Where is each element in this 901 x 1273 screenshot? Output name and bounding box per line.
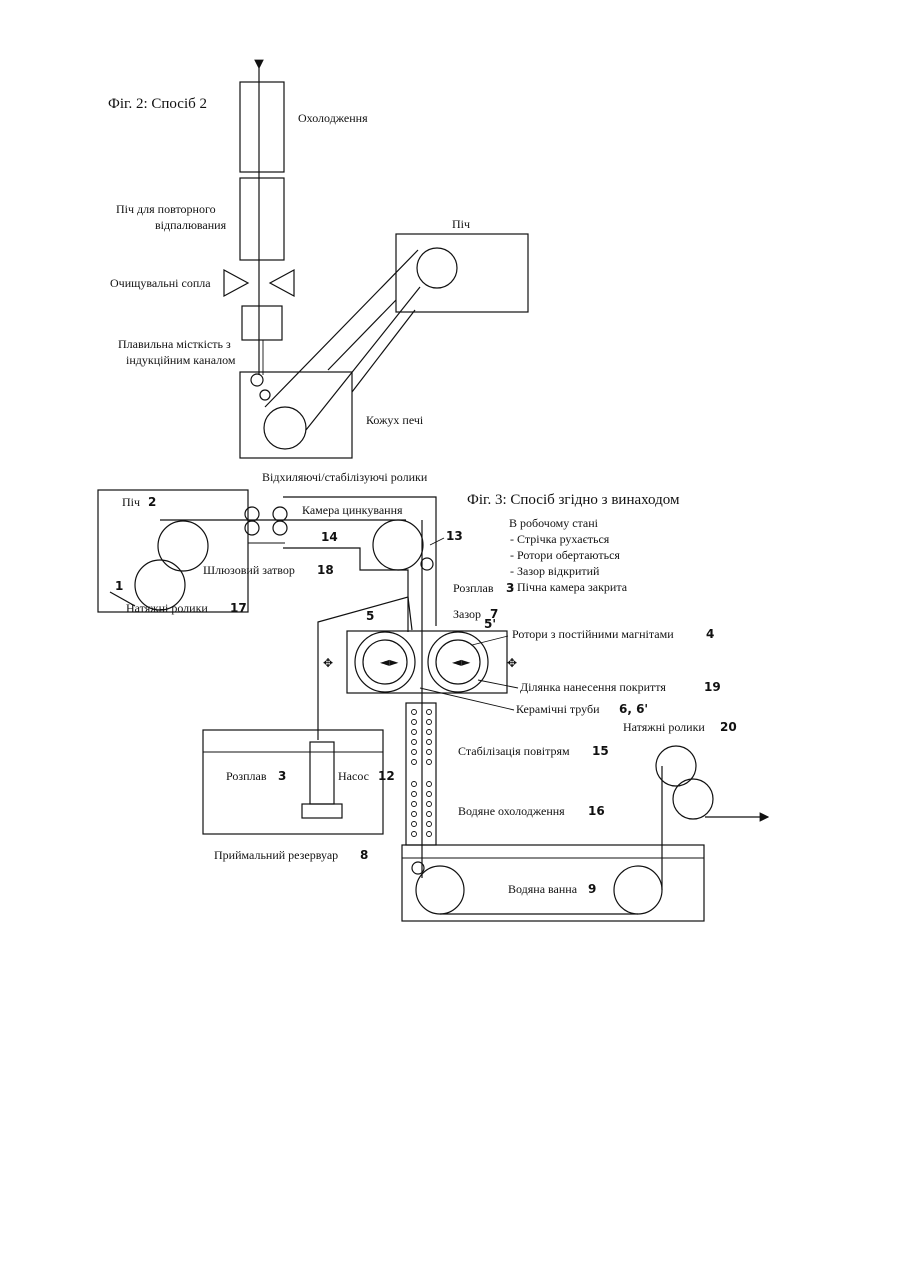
air-stab-num: 15 [592, 744, 609, 758]
state-title: В робочому стані [509, 516, 599, 530]
lock-roller-4 [273, 521, 287, 535]
num-14: 14 [321, 530, 338, 544]
fig2-reanneal-box [240, 178, 284, 260]
fig2-furnace-roller [417, 248, 457, 288]
gap-label: Зазор [453, 607, 481, 621]
ceramic-label: Керамічні труби [516, 702, 600, 716]
fig3-title: Фіг. 3: Спосіб згідно з винаходом [467, 492, 680, 508]
fig2-small-roller-1 [251, 374, 263, 386]
fig2-melt-vessel-label-1: Плавильна місткість з [118, 337, 231, 351]
rotors-num: 4 [706, 627, 714, 641]
coating-label: Ділянка нанесення покриття [520, 680, 666, 694]
fig2-small-roller-2 [260, 390, 270, 400]
fig2-strip-channel-2 [306, 287, 420, 430]
lock-num: 18 [317, 563, 334, 577]
water-cool-label: Водяне охолодження [458, 804, 565, 818]
pump-num: 12 [378, 769, 395, 783]
melt-num: 3 [506, 581, 514, 595]
coating-num: 19 [704, 680, 721, 694]
state-item-3: - Зазор відкритий [510, 564, 600, 578]
water-cool-num: 16 [588, 804, 605, 818]
fig2-nozzles-label: Очищувальні сопла [110, 276, 211, 290]
figure-3: Фіг. 3: Спосіб згідно з винаходом В робо… [98, 490, 768, 921]
melt-label: Розплав [453, 581, 494, 595]
pump-label: Насос [338, 769, 369, 783]
fig3-furnace-roller-1 [158, 521, 208, 571]
num-5: 5 [366, 609, 374, 623]
fig2-nozzle-right [270, 270, 294, 296]
water-bath-label: Водяна ванна [508, 882, 578, 896]
lock-roller-2 [245, 521, 259, 535]
rotor-arrow-right: ◄► [452, 655, 471, 669]
leader-coating [478, 680, 518, 688]
leader-rotors [472, 636, 508, 645]
tension20-num: 20 [720, 720, 737, 734]
small-roller-13 [421, 558, 433, 570]
pump-body [310, 742, 334, 804]
gap-num: 7 [490, 607, 498, 621]
num-13: 13 [446, 529, 463, 543]
galv-chamber-label: Камера цинкування [302, 503, 403, 517]
fig3-num-1: 1 [115, 579, 123, 593]
fig3-tension17-num: 17 [230, 601, 247, 615]
state-item-4: - Пічна камера закрита [510, 580, 628, 594]
figure-2: Фіг. 2: Спосіб 2 Охолодження Піч для пов… [108, 68, 528, 484]
fig2-deflect-label: Відхиляючі/стабілізуючі ролики [262, 470, 428, 484]
fig3-furnace-num: 2 [148, 495, 156, 509]
fig2-cooling-box [240, 82, 284, 172]
fig3-furnace-box [98, 490, 248, 612]
air-stab-label: Стабілізація повітрям [458, 744, 570, 758]
deflect-roller-13 [373, 520, 423, 570]
fig2-melt-vessel-label-2: індукційним каналом [126, 353, 236, 367]
leader-ceramic [420, 688, 514, 710]
fig2-furnace-label: Піч [452, 217, 470, 231]
fig3-furnace-label: Піч [122, 495, 140, 509]
state-item-2: - Ротори обертаються [510, 548, 620, 562]
tension20-label: Натяжні ролики [623, 720, 705, 734]
water-bath-num: 9 [588, 882, 596, 896]
pump-base [302, 804, 342, 818]
lock-roller-1 [245, 507, 259, 521]
fig2-cooling-label: Охолодження [298, 111, 368, 125]
ceramic-num: 6, 6' [619, 702, 648, 716]
receiver-label: Приймальний резервуар [214, 848, 338, 862]
leader-13 [430, 538, 444, 545]
fig2-casing-label: Кожух печі [366, 413, 424, 427]
rotors-label: Ротори з постійними магнітами [512, 627, 674, 641]
fig2-furnace-casing [240, 372, 352, 458]
lock-roller-3 [273, 507, 287, 521]
tension20-roller-2 [673, 779, 713, 819]
lock-label: Шлюзовий затвор [203, 563, 295, 577]
move-arrow-left: ✥ [323, 656, 333, 670]
receiver-num: 8 [360, 848, 368, 862]
fig2-furnace-box [396, 234, 528, 312]
bath-roller-left [416, 866, 464, 914]
state-item-1: - Стрічка рухається [510, 532, 610, 546]
bath-roller-right [614, 866, 662, 914]
move-arrow-right: ✥ [507, 656, 517, 670]
fig2-duct-2 [352, 310, 415, 392]
fig2-melt-vessel [242, 306, 282, 340]
tank-melt-label: Розплав [226, 769, 267, 783]
galv-chamber-inner [283, 548, 408, 632]
tank-melt-num: 3 [278, 769, 286, 783]
fig2-reanneal-label-1: Піч для повторного [116, 202, 216, 216]
rotor-arrow-left: ◄► [380, 655, 399, 669]
fig3-tension17-label: Натяжні ролики [126, 601, 208, 615]
fig2-title: Фіг. 2: Спосіб 2 [108, 96, 207, 112]
rotor-housing [347, 631, 507, 693]
fig2-casing-roller [264, 407, 306, 449]
fig2-reanneal-label-2: відпалювания [155, 218, 227, 232]
fig2-nozzle-left [224, 270, 248, 296]
